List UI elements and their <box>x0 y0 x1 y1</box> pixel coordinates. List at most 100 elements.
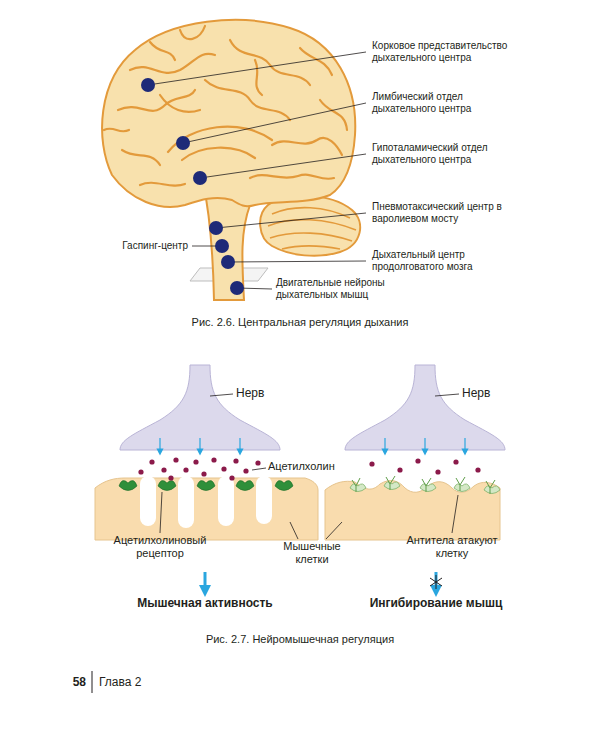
chapter-label: Глава 2 <box>99 675 219 689</box>
molecule <box>255 460 260 465</box>
block-stroke <box>430 578 442 586</box>
gyrus-line <box>320 100 347 130</box>
release-arrow <box>159 438 160 452</box>
folia-line <box>272 208 350 218</box>
center-label: Пневмотаксический центр в варолиевом мос… <box>372 201 503 225</box>
antibody <box>352 478 360 492</box>
center-dot <box>209 221 223 235</box>
fold <box>178 476 194 528</box>
gyrus-line <box>160 95 200 112</box>
acetylcholine-receptor <box>275 481 293 491</box>
molecule <box>161 467 166 472</box>
part-label: Ацетилхолин <box>268 460 368 473</box>
muscle-cell <box>325 481 500 540</box>
gyrus-line <box>118 90 195 111</box>
molecule <box>369 461 374 466</box>
molecule <box>149 459 154 464</box>
molecule <box>415 458 420 463</box>
release-arrow <box>199 438 200 452</box>
leader-line <box>452 495 458 533</box>
fold <box>256 476 272 524</box>
page-number: 58 <box>52 675 86 689</box>
leader-line <box>435 394 459 396</box>
molecule <box>453 459 458 464</box>
junctional-folds <box>140 476 272 528</box>
part-label: Нерв <box>236 386 296 400</box>
release-arrow <box>384 438 385 452</box>
nerve-terminal <box>345 365 505 450</box>
antibody <box>456 477 465 491</box>
center-dot <box>176 136 190 150</box>
cerebellum <box>260 196 360 256</box>
release-arrows <box>160 438 465 452</box>
molecule <box>475 467 480 472</box>
block-stroke <box>430 578 442 586</box>
receptors <box>119 481 293 491</box>
result-label: Мышечная активность <box>105 596 305 610</box>
release-arrow <box>424 438 425 452</box>
leader-line <box>148 52 366 85</box>
result-arrow <box>435 572 438 588</box>
leader-line <box>252 468 266 470</box>
result-arrow <box>204 572 207 588</box>
molecule <box>211 457 216 462</box>
footer-rule <box>92 671 93 693</box>
center-label: Гипоталамический отдел дыхательного цент… <box>372 142 522 166</box>
molecule <box>168 475 173 480</box>
molecule <box>243 468 248 473</box>
acetylcholine-receptor <box>119 481 137 491</box>
part-label: Антитела атакуют клетку <box>392 534 512 560</box>
center-label: Гаспинг-центр <box>100 240 188 252</box>
molecule <box>138 469 143 474</box>
antibodies <box>352 476 495 494</box>
block-mark <box>430 575 442 589</box>
molecule <box>229 475 234 480</box>
part-label: Мышечные клетки <box>277 540 347 566</box>
acetylcholine-receptor <box>197 481 215 491</box>
molecule <box>397 467 402 472</box>
folia-line <box>270 233 352 241</box>
blocked-receptor <box>420 484 436 492</box>
antibody <box>422 478 431 492</box>
leader-line <box>160 492 162 533</box>
molecule <box>221 466 226 471</box>
center-dot <box>141 78 155 92</box>
blocked-receptor <box>350 484 366 492</box>
center-dot <box>193 171 207 185</box>
antibody <box>486 480 495 494</box>
release-arrow <box>464 438 465 452</box>
center-dot <box>230 281 244 295</box>
antibody <box>386 476 395 490</box>
leader-lines <box>160 394 459 539</box>
molecule <box>183 467 188 472</box>
center-label: Лимбический отдел дыхательного центра <box>372 91 522 115</box>
acetylcholine-receptor <box>158 481 176 491</box>
figure-caption: Рис. 2.6. Центральная регуляция дыхания <box>100 316 500 329</box>
leader-line <box>290 522 298 539</box>
center-dot <box>215 239 229 253</box>
blocked-receptor <box>484 486 500 494</box>
thalamus-line <box>182 148 255 160</box>
gyrus-line <box>205 80 290 120</box>
center-label: Дыхательный центр продолговатого мозга <box>372 249 522 273</box>
center-dots <box>141 78 244 295</box>
gyrus-line <box>104 129 129 132</box>
leader-line <box>326 522 342 539</box>
gyrus-line <box>255 60 262 95</box>
center-label: Двигательные нейроны дыхательных мышц <box>276 277 426 301</box>
center-dot <box>221 255 235 269</box>
fold <box>218 476 234 526</box>
leader-lines <box>148 52 366 289</box>
blocked-receptor <box>454 484 470 492</box>
molecule <box>233 458 238 463</box>
acetylcholine-molecules <box>138 457 480 480</box>
molecule <box>201 471 206 476</box>
leader-line <box>228 261 366 262</box>
figure-caption: Рис. 2.7. Нейромышечная регуляция <box>100 633 500 646</box>
nerve-terminal <box>120 365 280 450</box>
gyrus-line <box>180 26 205 39</box>
leader-line <box>210 394 233 396</box>
release-arrow <box>239 438 240 452</box>
gyrus-line <box>122 150 160 165</box>
folia-line <box>282 246 340 249</box>
